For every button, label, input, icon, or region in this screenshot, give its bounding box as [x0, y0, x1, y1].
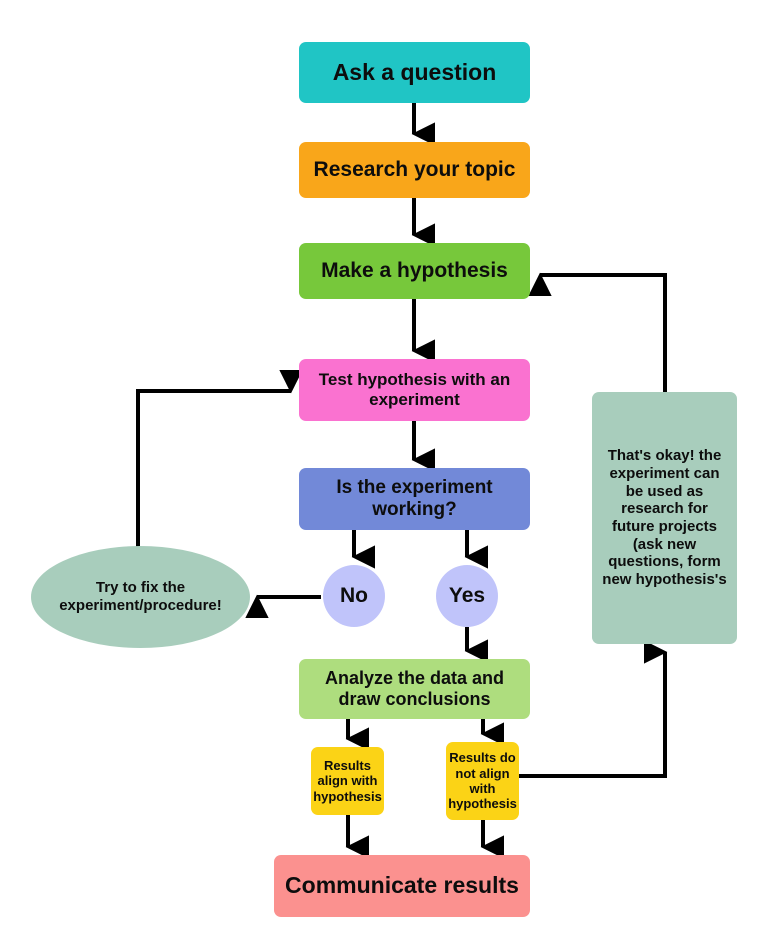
node-test-hypothesis-with-an-experiment: Test hypothesis with an experiment — [299, 359, 530, 421]
node-label: That's okay! the experiment can be used … — [602, 447, 727, 589]
node-label: Communicate results — [285, 872, 519, 899]
node-label: Results align with hypothesis — [313, 758, 382, 804]
node-results-do-not-align-with-hypothesis: Results do not align with hypothesis — [446, 742, 519, 820]
node-is-the-experiment-working: Is the experiment working? — [299, 468, 530, 530]
node-research-your-topic: Research your topic — [299, 142, 530, 198]
node-label: Try to fix the experiment/procedure! — [59, 579, 222, 614]
node-label: Research your topic — [313, 157, 516, 181]
node-label: Results do not align with hypothesis — [448, 750, 517, 812]
node-label: Yes — [448, 583, 486, 607]
node-try-to-fix-the-experiment: Try to fix the experiment/procedure! — [31, 546, 250, 648]
node-yes: Yes — [436, 565, 498, 627]
node-ask-a-question: Ask a question — [299, 42, 530, 103]
node-label: Make a hypothesis — [321, 258, 508, 282]
node-label: Is the experiment working? — [336, 476, 493, 520]
node-thats-okay-research-note: That's okay! the experiment can be used … — [592, 392, 737, 644]
node-make-a-hypothesis: Make a hypothesis — [299, 243, 530, 299]
connector-note-to-hypothesis — [528, 272, 667, 392]
node-label: Test hypothesis with an experiment — [318, 369, 511, 409]
connector-results-not-align-to-note — [519, 640, 668, 778]
node-no: No — [323, 565, 385, 627]
node-label: No — [340, 583, 368, 607]
node-results-align-with-hypothesis: Results align with hypothesis — [311, 747, 384, 815]
node-label: Analyze the data and draw conclusions — [324, 667, 505, 709]
node-analyze-the-data: Analyze the data and draw conclusions — [299, 659, 530, 719]
node-label: Ask a question — [332, 58, 497, 85]
node-communicate-results: Communicate results — [274, 855, 530, 917]
